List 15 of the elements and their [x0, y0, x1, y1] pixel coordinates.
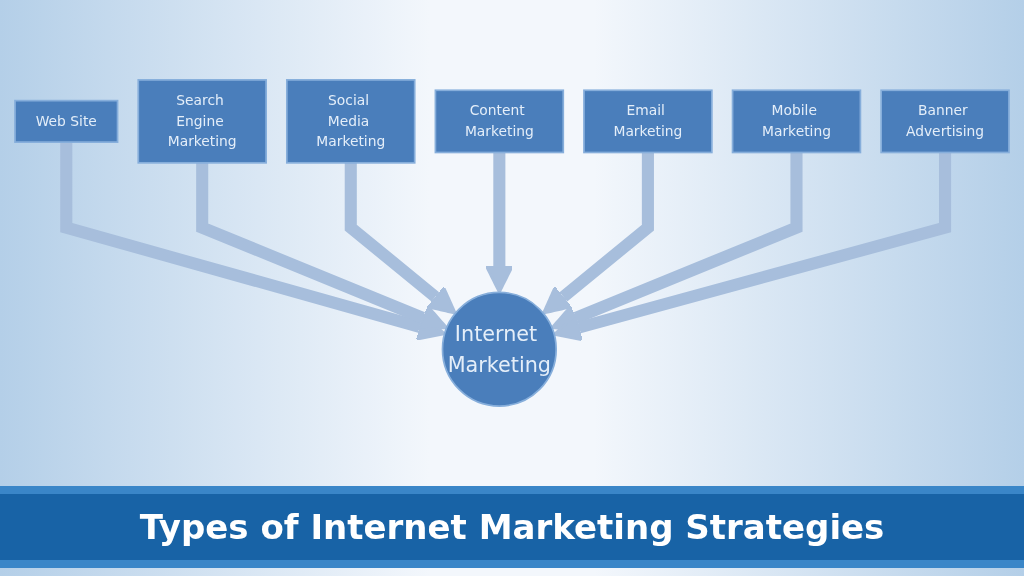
node-box: Web Site — [14, 99, 119, 143]
arrow — [344, 162, 457, 315]
node-box: Mobile Marketing — [731, 89, 862, 154]
title-banner: Types of Internet Marketing Strategies — [0, 486, 1024, 568]
arrow — [485, 152, 514, 294]
arrow — [550, 152, 803, 332]
node-box: Content Marketing — [434, 89, 565, 154]
node-box: Banner Advertising — [880, 89, 1010, 154]
node-box: Search Engine Marketing — [137, 79, 267, 164]
node-circle: Internet Marketing — [441, 291, 558, 407]
arrow — [542, 152, 654, 315]
arrow — [552, 152, 952, 342]
node-box: Social Media Marketing — [285, 79, 416, 164]
node-box: Email Marketing — [583, 89, 713, 154]
arrow — [60, 142, 446, 341]
